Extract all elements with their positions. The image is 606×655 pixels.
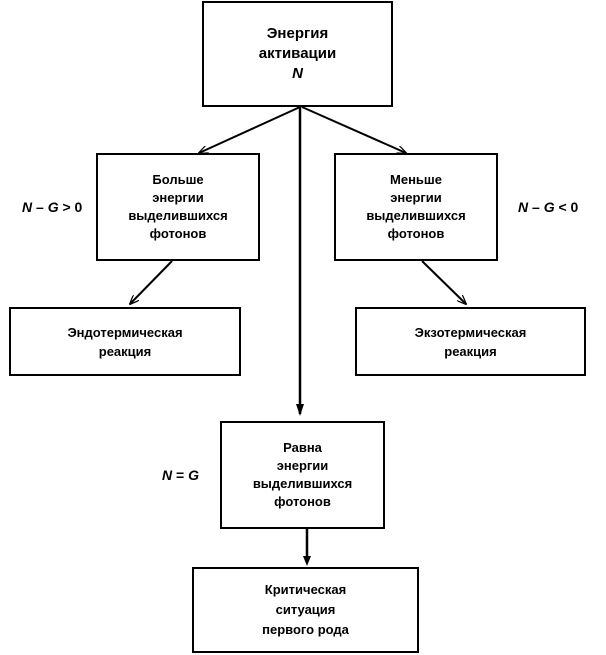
cond-left-g: G bbox=[47, 199, 59, 215]
activation-energy-box: Энергия активации N bbox=[202, 1, 393, 107]
left-bottom-line-2: реакция bbox=[98, 343, 152, 359]
cond-center-g: G bbox=[188, 467, 199, 483]
arrow-right-to-exo bbox=[421, 260, 466, 304]
final-line-3: первого рода bbox=[262, 622, 349, 637]
top-box-line-2: активации bbox=[258, 45, 337, 62]
right-mid-line-3: выделившихся bbox=[366, 208, 466, 223]
cond-right-g: G bbox=[543, 199, 555, 215]
center-mid-line-4: фотонов bbox=[274, 494, 331, 509]
equal-energy-box: Равна энергии выделившихся фотонов bbox=[220, 421, 385, 529]
top-box-symbol: N bbox=[292, 65, 303, 82]
condition-less-label: N – G < 0 bbox=[518, 199, 578, 215]
cond-right-op: – bbox=[528, 199, 544, 215]
arrow-top-to-right bbox=[301, 106, 406, 153]
arrowhead-center bbox=[296, 404, 304, 416]
critical-situation-box: Критическая ситуация первого рода bbox=[192, 567, 419, 653]
cond-center-n: N bbox=[162, 467, 173, 483]
cond-right-rel: < 0 bbox=[554, 199, 579, 215]
condition-greater-label: N – G > 0 bbox=[22, 199, 82, 215]
left-mid-line-4: фотонов bbox=[149, 226, 207, 241]
cond-center-op: = bbox=[172, 467, 189, 483]
top-box-line-1: Энергия bbox=[266, 25, 329, 42]
left-bottom-line-1: Эндотермическая bbox=[67, 324, 183, 340]
condition-equal-label: N = G bbox=[162, 467, 199, 483]
right-mid-line-1: Меньше bbox=[390, 172, 442, 187]
final-line-2: ситуация bbox=[275, 602, 336, 617]
left-mid-line-1: Больше bbox=[152, 172, 204, 187]
cond-right-n: N bbox=[518, 199, 529, 215]
right-bottom-line-2: реакция bbox=[444, 343, 497, 359]
arrow-top-to-left bbox=[199, 106, 301, 153]
left-mid-line-3: выделившихся bbox=[128, 208, 228, 223]
arrowhead-final bbox=[303, 556, 311, 566]
center-mid-line-1: Равна bbox=[283, 440, 322, 455]
arrow-left-to-endo bbox=[130, 260, 173, 304]
center-mid-line-2: энергии bbox=[276, 458, 329, 473]
exothermic-reaction-box: Экзотермическая реакция bbox=[355, 307, 586, 376]
left-mid-line-2: энергии bbox=[152, 190, 204, 205]
right-mid-line-4: фотонов bbox=[387, 226, 445, 241]
right-bottom-line-1: Экзотермическая bbox=[414, 324, 527, 340]
cond-left-rel: > 0 bbox=[58, 199, 83, 215]
right-mid-line-2: энергии bbox=[390, 190, 442, 205]
center-mid-line-3: выделившихся bbox=[252, 476, 353, 491]
cond-left-n: N bbox=[22, 199, 33, 215]
cond-left-op: – bbox=[32, 199, 48, 215]
endothermic-reaction-box: Эндотермическая реакция bbox=[9, 307, 241, 376]
less-energy-box: Меньше энергии выделившихся фотонов bbox=[334, 153, 498, 261]
more-energy-box: Больше энергии выделившихся фотонов bbox=[96, 153, 260, 261]
final-line-1: Критическая bbox=[264, 582, 347, 597]
